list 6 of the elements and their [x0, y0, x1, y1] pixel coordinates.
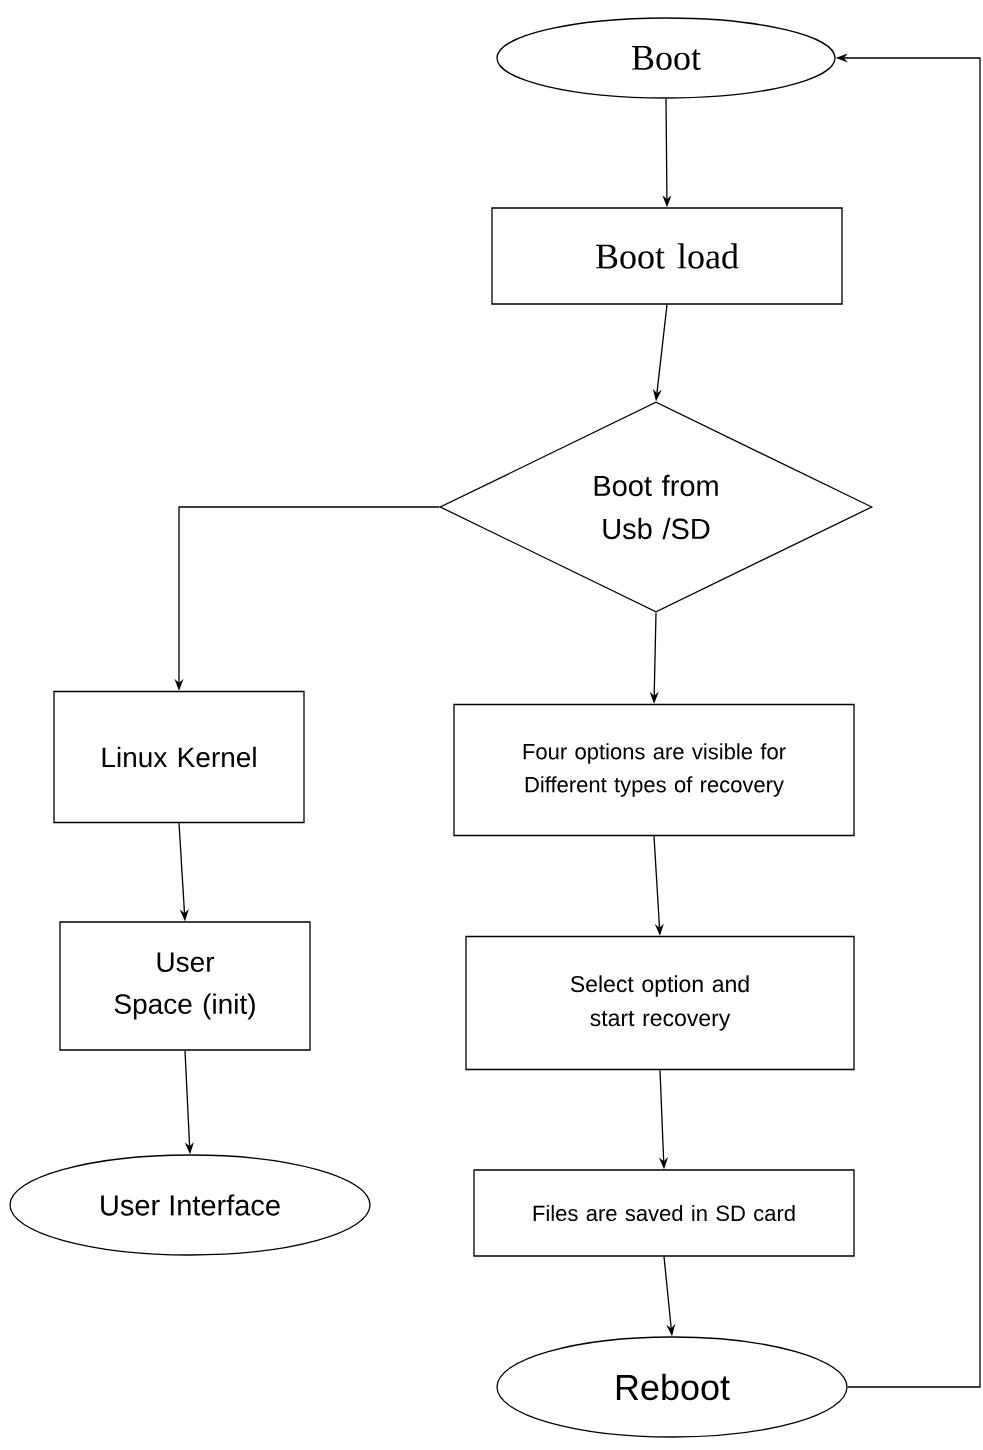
process-box: Four options are visible for Different types of recovery [453, 703, 855, 837]
process-box: Files are saved in SD card [473, 1169, 855, 1257]
process-box: Select option and start recovery [465, 935, 855, 1071]
process-box: Boot load [491, 207, 843, 305]
process-box: User Space (init) [59, 921, 311, 1051]
process-box: Linux Kernel [53, 690, 305, 824]
